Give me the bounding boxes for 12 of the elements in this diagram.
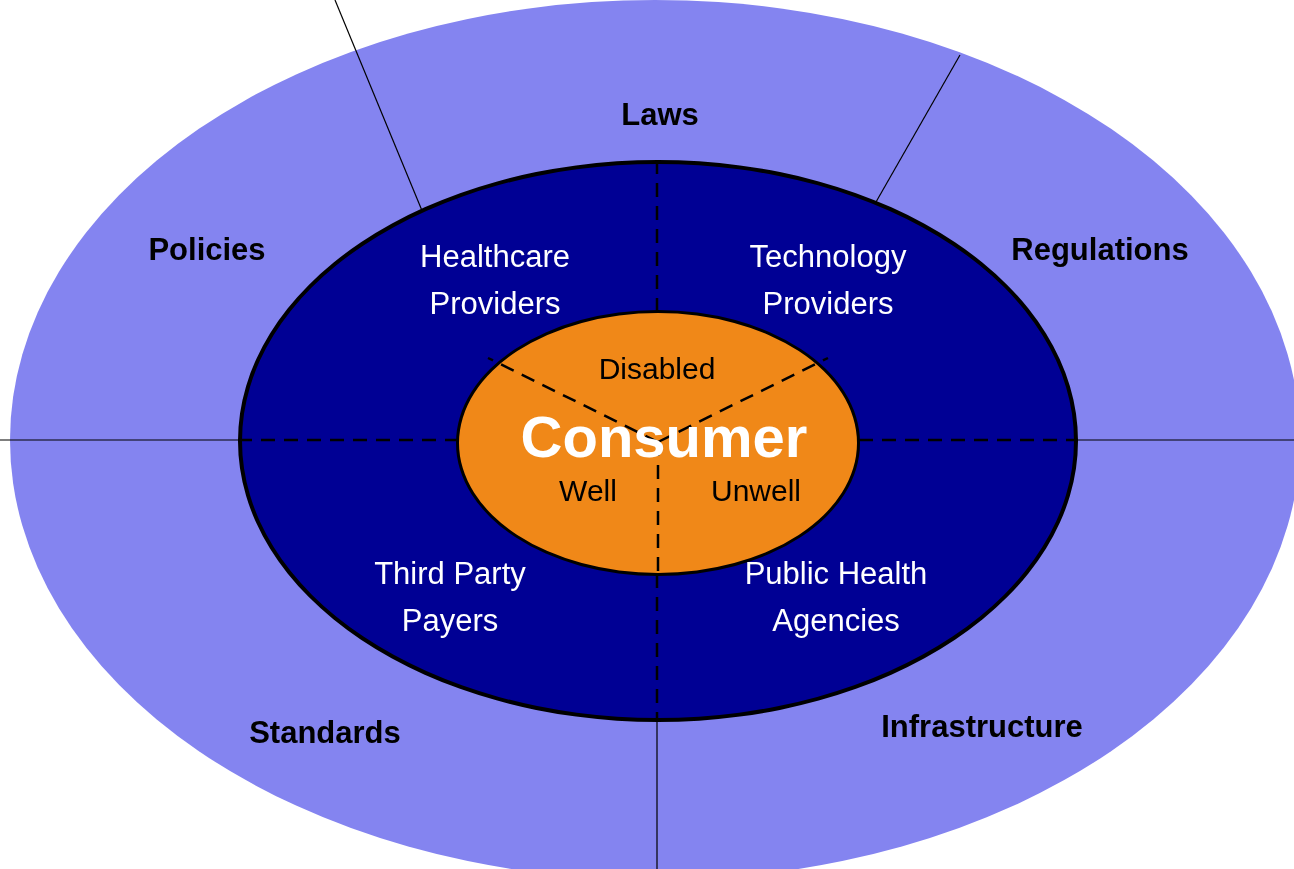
ring-label: Third Party Payers xyxy=(373,554,527,640)
sector-label: Infrastructure xyxy=(881,707,1083,746)
center-label: Disabled xyxy=(598,350,716,387)
ring-label: Healthcare Providers xyxy=(419,237,571,322)
sector-label: Standards xyxy=(249,713,401,752)
sector-label: Laws xyxy=(621,95,699,134)
ring-label: Technology Providers xyxy=(748,237,908,322)
center-label: Unwell xyxy=(711,472,801,509)
sector-label: Regulations xyxy=(1011,230,1189,269)
ring-label: Public Health Agencies xyxy=(743,554,929,640)
center-label: Well xyxy=(559,472,617,509)
sector-label: Policies xyxy=(148,230,266,269)
